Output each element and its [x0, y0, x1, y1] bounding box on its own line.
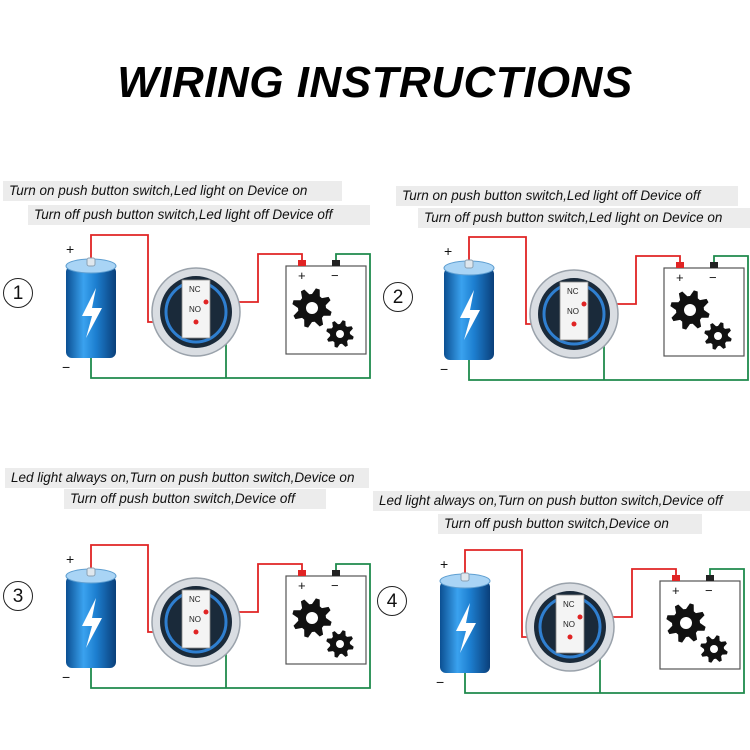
diagram-2-switch-contact-no: [581, 301, 587, 307]
diagram-3-battery-terminal: [86, 567, 96, 577]
diagram-3-device-plus-terminal: [298, 570, 306, 576]
diagram-2-no-label: NO: [567, 307, 579, 316]
diagram-2-battery-plus-label: +: [444, 243, 452, 259]
diagram-3-no-label: NO: [189, 615, 201, 624]
diagram-1-device-plus-terminal: [298, 260, 306, 266]
diagram-2-nc-label: NC: [567, 287, 579, 296]
diagram-3-circuit: + − NC NO + −: [62, 544, 371, 689]
diagram-1-caption-line1: Turn on push button switch,Led light on …: [3, 181, 342, 201]
diagram-3-device-wire: [206, 563, 303, 613]
diagram-1-lightning-icon: [82, 288, 102, 338]
diagram-1-switch-terminal-block: [181, 279, 211, 339]
diagram-2-device-wire: [584, 255, 681, 305]
diagram-2-switch-terminal-block: [559, 281, 589, 341]
diagram-3-caption-line1: Led light always on,Turn on push button …: [5, 468, 369, 488]
diagram-4-no-label: NO: [563, 620, 575, 629]
diagram-4-battery-plus-label: +: [440, 556, 448, 572]
diagram-2-gear-small-hole: [714, 332, 722, 340]
diagram-3-negative-wire: [90, 563, 371, 689]
diagram-1-number: 1: [3, 278, 33, 308]
diagram-1-gear-large-hole: [306, 302, 318, 314]
diagram-1-gear-small-hole: [336, 330, 344, 338]
diagram-2-device-plus-label: +: [676, 270, 684, 285]
diagram-2-switch-contact: [571, 321, 577, 327]
diagram-4-gear-large-hole: [680, 617, 692, 629]
diagram-4-switch-contact: [567, 634, 573, 640]
diagram-2-caption-line1: Turn on push button switch,Led light off…: [396, 186, 738, 206]
diagram-4-device-plus-label: +: [672, 583, 680, 598]
diagram-1-switch-contact: [193, 319, 199, 325]
diagram-3-nc-label: NC: [189, 595, 201, 604]
diagram-2-circuit: + − NC NO + −: [440, 236, 749, 381]
diagram-1-device-plus-label: +: [298, 268, 306, 283]
diagram-3-device-minus-label: −: [331, 578, 339, 593]
diagram-1-battery-plus-label: +: [66, 241, 74, 257]
diagram-3-switch-contact: [193, 629, 199, 635]
diagram-4-device-wire: [580, 568, 677, 618]
diagram-2-number: 2: [383, 282, 413, 312]
diagram-2-battery-minus-label: −: [440, 361, 448, 377]
diagram-4-negative-wire: [464, 568, 745, 694]
diagram-4-device-plus-terminal: [672, 575, 680, 581]
diagram-3-gear-large-hole: [306, 612, 318, 624]
diagram-4-device-minus-label: −: [705, 583, 713, 598]
diagram-2-lightning-icon: [460, 290, 480, 340]
diagram-1-device-minus-label: −: [331, 268, 339, 283]
diagram-4-battery-minus-label: −: [436, 674, 444, 690]
diagram-1-caption-line2: Turn off push button switch,Led light of…: [28, 205, 370, 225]
diagram-3-battery-plus-label: +: [66, 551, 74, 567]
diagram-1-negative-wire: [90, 253, 371, 379]
diagram-1-no-label: NO: [189, 305, 201, 314]
page-title: WIRING INSTRUCTIONS: [117, 58, 633, 107]
diagram-1-battery-minus-label: −: [62, 359, 70, 375]
diagram-2-battery-terminal: [464, 259, 474, 269]
diagram-3-switch-contact-no: [203, 609, 209, 615]
diagram-3-number: 3: [3, 581, 33, 611]
diagram-4-gear-small-hole: [710, 645, 718, 653]
diagram-1-device-wire: [206, 253, 303, 303]
diagram-2-negative-wire: [468, 255, 749, 381]
diagram-3-caption-line2: Turn off push button switch,Device off: [64, 489, 326, 509]
diagram-4-caption-line2: Turn off push button switch,Device on: [438, 514, 702, 534]
diagram-4-number: 4: [377, 586, 407, 616]
diagram-4-device-minus-terminal: [706, 575, 714, 581]
diagram-3-device-plus-label: +: [298, 578, 306, 593]
diagram-2-gear-large-hole: [684, 304, 696, 316]
diagram-3-battery-minus-label: −: [62, 669, 70, 685]
diagram-4-nc-label: NC: [563, 600, 575, 609]
diagram-2-device-minus-label: −: [709, 270, 717, 285]
diagram-3-lightning-icon: [82, 598, 102, 648]
diagram-4-battery-terminal: [460, 572, 470, 582]
diagram-2-caption-line2: Turn off push button switch,Led light on…: [418, 208, 750, 228]
diagram-1-switch-contact-no: [203, 299, 209, 305]
diagram-4-switch-contact-no: [577, 614, 583, 620]
diagram-4-lightning-icon: [456, 603, 476, 653]
diagram-4-caption-line1: Led light always on,Turn on push button …: [373, 491, 750, 511]
diagram-2-device-minus-terminal: [710, 262, 718, 268]
diagram-3-device-minus-terminal: [332, 570, 340, 576]
diagram-1-device-minus-terminal: [332, 260, 340, 266]
diagram-3-switch-terminal-block: [181, 589, 211, 649]
diagram-1-battery-terminal: [86, 257, 96, 267]
diagram-2-device-plus-terminal: [676, 262, 684, 268]
diagram-1-nc-label: NC: [189, 285, 201, 294]
diagram-4-switch-terminal-block: [555, 594, 585, 654]
diagram-3-gear-small-hole: [336, 640, 344, 648]
diagram-4-circuit: + − NC NO + −: [436, 549, 745, 694]
diagram-1-circuit: + − NC NO + −: [62, 234, 371, 379]
